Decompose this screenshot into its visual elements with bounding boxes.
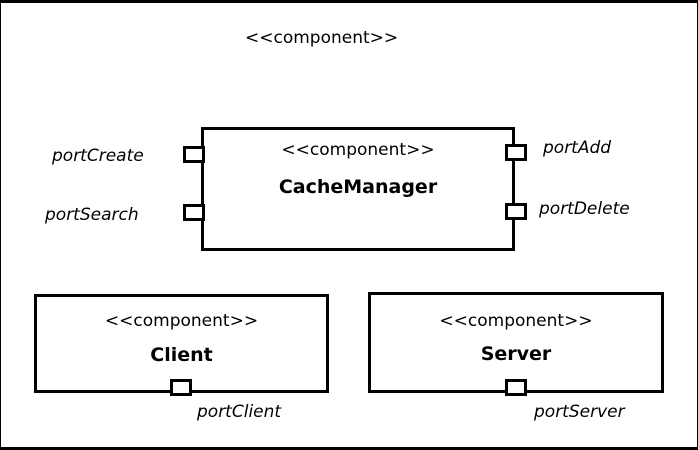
port-delete-label: portDelete bbox=[539, 199, 630, 219]
port-server-label: portServer bbox=[534, 402, 625, 422]
outer-component-stereotype: <<component>> bbox=[245, 28, 399, 48]
port-search[interactable] bbox=[183, 204, 205, 221]
server-name: Server bbox=[480, 343, 552, 365]
port-delete[interactable] bbox=[505, 203, 527, 220]
server-stereotype: <<component>> bbox=[439, 311, 593, 331]
port-server[interactable] bbox=[505, 379, 527, 396]
port-create-label: portCreate bbox=[52, 146, 144, 166]
cache-manager-stereotype: <<component>> bbox=[281, 140, 435, 160]
cache-manager-name: CacheManager bbox=[278, 176, 438, 198]
cache-manager-component[interactable]: <<component>> CacheManager bbox=[201, 127, 515, 251]
port-add-label: portAdd bbox=[543, 138, 612, 158]
server-component[interactable]: <<component>> Server bbox=[368, 292, 664, 393]
client-stereotype: <<component>> bbox=[104, 311, 259, 331]
port-client[interactable] bbox=[170, 379, 192, 396]
port-client-label: portClient bbox=[197, 402, 282, 422]
port-search-label: portSearch bbox=[45, 205, 139, 225]
port-add[interactable] bbox=[505, 144, 527, 161]
client-name: Client bbox=[150, 344, 213, 366]
port-create[interactable] bbox=[183, 146, 205, 163]
